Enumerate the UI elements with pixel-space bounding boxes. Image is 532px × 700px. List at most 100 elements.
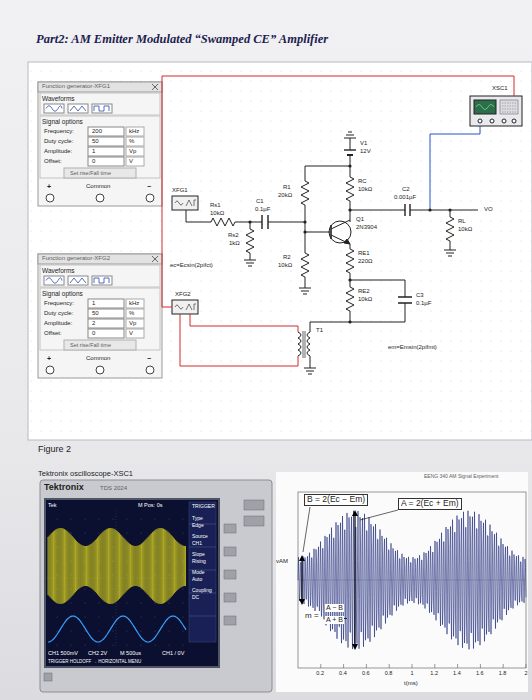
graph-text: t(ms): [404, 680, 418, 687]
part-label: em=Emsin(2pifmt): [388, 344, 437, 351]
part-label: 0.1µF: [255, 206, 270, 213]
part-label: Rs2: [228, 232, 239, 239]
graph-text: 1: [411, 670, 414, 676]
graph-text: 1.4: [453, 670, 461, 676]
scope-wire: [162, 76, 514, 307]
part-label: 1kΩ: [229, 240, 240, 247]
part-label: R1: [283, 184, 291, 191]
part-label: VO: [484, 206, 493, 213]
panel-text: Vp: [129, 320, 136, 327]
panel-text: Signal options: [42, 290, 83, 297]
am-graph: [276, 472, 528, 692]
graph-text: B = 2(Ec − Em): [304, 494, 368, 506]
graph-text: A + B: [325, 616, 344, 624]
scope-text: Edge: [192, 523, 204, 529]
panel-text: 50: [92, 138, 99, 145]
part-label: 0.001µF: [394, 194, 416, 201]
scope-text: Tek: [48, 502, 57, 508]
panel-text: 1: [92, 300, 95, 307]
part-label: 10kΩ: [458, 226, 472, 233]
graph-text: 1.6: [476, 670, 484, 676]
part-label: 10kΩ: [358, 296, 372, 303]
panel-text: %: [129, 310, 134, 317]
part-label: 220Ω: [358, 258, 373, 265]
panel-text: Common: [86, 183, 110, 190]
panel-text: Duty cycle:: [44, 138, 73, 145]
panel-text: Offset:: [44, 158, 62, 165]
generator-panel: Function generator-XFG1WaveformsSignal o…: [38, 82, 162, 206]
part-label: C2: [402, 186, 410, 193]
graph-text: 0.4: [339, 670, 347, 676]
graph-text: m =: [304, 611, 320, 620]
panel-text: +: [47, 355, 51, 363]
scope-text: CH1 500mV: [48, 650, 78, 656]
scope-text: Tektronix oscilloscope-XSC1: [38, 470, 133, 479]
panel-text: kHz: [129, 300, 139, 307]
scope-text: Rising: [192, 559, 206, 565]
panel-text: Common: [86, 355, 110, 362]
scope-text: TRIGGER HOLDOFF → HORIZONTAL MENU: [48, 659, 141, 664]
scope-text: Source: [192, 534, 208, 540]
part-label: 0.1µF: [416, 300, 431, 307]
panel-text: Frequency:: [44, 300, 74, 307]
part-label: RC: [358, 178, 367, 185]
panel-text: V: [129, 330, 133, 337]
graph-text: A = 2(Ec + Em): [398, 498, 462, 510]
part-label: C1: [256, 198, 264, 205]
generator-panel: [38, 82, 162, 206]
part-label: 12V: [360, 148, 371, 155]
part-label: RE1: [358, 250, 370, 257]
part-label: R2: [283, 254, 291, 261]
part-label: C3: [416, 292, 424, 299]
panel-text: 200: [92, 128, 102, 135]
panel-text: Vp: [129, 148, 136, 155]
graph-text: vAM: [276, 558, 288, 565]
panel-text: V: [129, 158, 133, 165]
generator-panel: Function generator-XFG2WaveformsSignal o…: [38, 254, 162, 378]
panel-text: +: [47, 183, 51, 191]
panel-text: 1: [92, 148, 95, 155]
panel-text: Waveforms: [42, 267, 75, 274]
panel-text: 50: [92, 310, 99, 317]
panel-text: 0: [92, 158, 95, 165]
panel-text: Signal options: [42, 118, 83, 125]
graph-text: 1.2: [430, 670, 438, 676]
graph-text: 0.8: [385, 670, 393, 676]
panel-text: %: [129, 138, 134, 145]
scope-text: M Pos: 0s: [138, 502, 162, 508]
panel-text: Amplitude:: [44, 148, 72, 155]
panel-text: Set rise/Fall time: [70, 170, 111, 176]
part-label: V1: [360, 140, 367, 147]
part-label: 10kΩ: [278, 262, 292, 269]
part-label: T1: [316, 327, 323, 334]
graph-text: 0.2: [316, 670, 324, 676]
part-label: XSC1: [492, 85, 508, 92]
oscilloscope-image: [40, 480, 272, 692]
scope-text: DC: [192, 595, 199, 601]
panel-text: Offset:: [44, 330, 62, 337]
scope-text: CH1 / 0V: [162, 650, 184, 656]
part-label: ec=Ecsin(2pifct): [170, 262, 213, 269]
scope-text: CH1: [192, 541, 202, 547]
part-label: 20kΩ: [278, 192, 292, 199]
scope-text: Type: [192, 516, 203, 522]
part-label: 10kΩ: [210, 210, 224, 217]
panel-text: 2: [92, 320, 95, 327]
graph-text: 1.8: [499, 670, 507, 676]
scope-text: TDS 2024: [100, 485, 127, 492]
graph-text: EENG 340 AM Signal Experiment: [424, 474, 498, 480]
scope-text: CH2 2V: [88, 650, 107, 656]
part-label: 10kΩ: [358, 186, 372, 193]
panel-text: kHz: [129, 128, 139, 135]
panel-text: Function generator-XFG1: [42, 83, 110, 90]
graph-text: A − B: [325, 604, 344, 612]
panel-text: Set rise/Fall time: [70, 342, 111, 348]
scope-text: Coupling: [192, 588, 212, 594]
oscilloscope-screenshot: Tektronix oscilloscope-XSC1TektronixTDS …: [38, 470, 272, 694]
part-label: 2N3904: [356, 224, 377, 231]
panel-text: −: [147, 183, 151, 191]
panel-text: Frequency:: [44, 128, 74, 135]
page-title: Part2: AM Emitter Modulated “Swamped CE”…: [36, 32, 328, 47]
schematic: [172, 96, 522, 374]
part-label: XFG2: [175, 291, 191, 298]
